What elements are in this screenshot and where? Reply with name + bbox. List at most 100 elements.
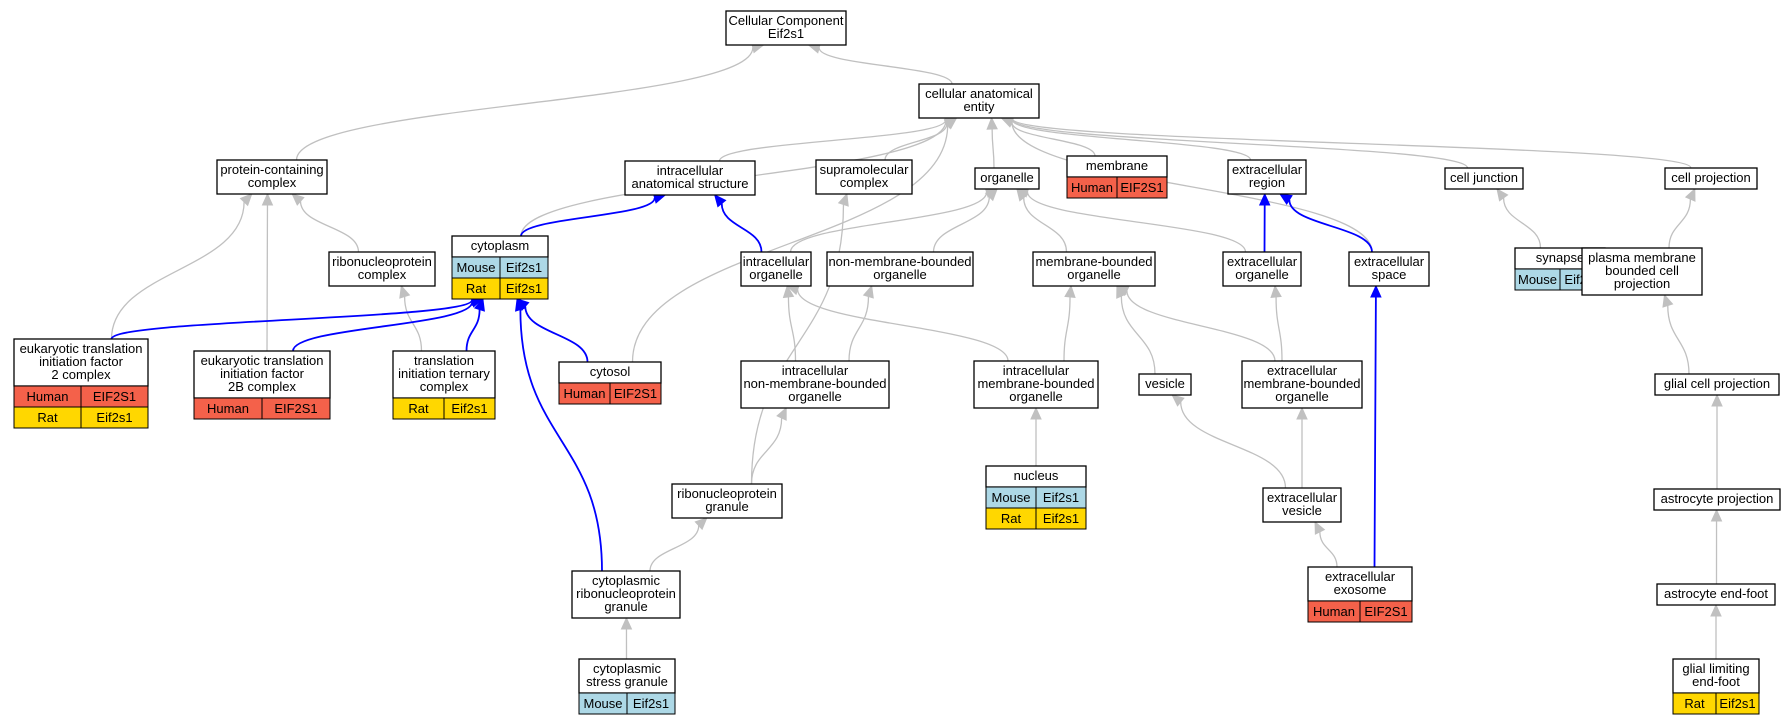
edge-arrowhead [713, 194, 727, 208]
node-cp[interactable]: cell projection [1664, 167, 1758, 190]
species-label: Mouse [1518, 272, 1557, 287]
edge-line [884, 123, 948, 161]
edge-line [718, 119, 947, 162]
species-label: Human [1313, 604, 1355, 619]
edge-rnpc-to-pcc [291, 193, 360, 253]
node-label-line: synapse [1536, 250, 1584, 265]
node-label-line: glial limiting [1682, 661, 1749, 676]
node-gcp[interactable]: glial cell projection [1654, 373, 1780, 396]
edge-crnpg-to-rnpg [649, 517, 708, 572]
species-label: Mouse [456, 260, 495, 275]
edge-line [1319, 531, 1338, 568]
edge-arrowhead [1279, 193, 1293, 206]
species-label: Rat [408, 401, 429, 416]
species-label: Human [207, 401, 249, 416]
edge-arrowhead [776, 406, 787, 421]
edge-line [1373, 296, 1377, 568]
gene-cell [80, 406, 149, 429]
edge-arrowhead [239, 193, 253, 207]
node-org[interactable]: organelle [974, 167, 1040, 190]
edge-glef-to-aef [1710, 603, 1722, 660]
edge-line [991, 128, 995, 169]
gene-label: EIF2S1 [614, 386, 657, 401]
gene-label: Eif2s1 [1043, 490, 1079, 505]
node-box [815, 159, 913, 195]
node-ves[interactable]: vesicle [1138, 373, 1192, 396]
edge-crnpg-to-cyt [515, 297, 603, 572]
edge-arrowhead [473, 297, 485, 312]
gene-label: EIF2S1 [93, 389, 136, 404]
edge-line [1023, 197, 1068, 253]
edge-mbo-to-org [1016, 188, 1068, 253]
node-label-line: Cellular Component [729, 13, 844, 28]
species-label: Rat [466, 281, 487, 296]
edge-exmbo-to-exo [1270, 284, 1283, 362]
node-inmbo[interactable]: intracellularnon-membrane-boundedorganel… [740, 360, 890, 409]
node-label-line: initiation factor [220, 366, 304, 381]
edge-line [797, 289, 1009, 362]
edge-arrowhead [291, 193, 305, 206]
species-label: Human [27, 389, 69, 404]
gene-label: EIF2S1 [274, 401, 317, 416]
node-label-line: stress granule [586, 674, 668, 689]
edge-exo-to-exr [1258, 192, 1271, 253]
node-label-line: region [1249, 175, 1285, 190]
node-box [571, 570, 681, 619]
edge-arrowhead [943, 117, 958, 130]
node-box [1241, 360, 1363, 409]
edge-exv-to-exmbo [1296, 406, 1308, 489]
gene-label: Eif2s1 [96, 410, 132, 425]
edge-arrowhead [1064, 284, 1076, 298]
node-label-line: extracellular [1267, 490, 1338, 505]
node-label-line: ribonucleoprotein [332, 254, 432, 269]
node-label-line: space [1372, 267, 1407, 282]
node-label-line: non-membrane-bounded [743, 376, 886, 391]
node-cj[interactable]: cell junction [1444, 167, 1524, 190]
node-aef[interactable]: astrocyte end-foot [1656, 583, 1776, 606]
node-label-line: organelle [980, 170, 1034, 185]
edge-arrowhead [1710, 603, 1722, 617]
node-label-line: cell projection [1671, 170, 1751, 185]
gene-cell [443, 397, 496, 420]
gene-cell [1715, 692, 1760, 715]
node-ap[interactable]: astrocyte projection [1653, 488, 1781, 511]
node-box [1664, 167, 1758, 190]
edge-line [787, 296, 797, 362]
node-label-line: 2 complex [51, 367, 111, 382]
node-box [671, 483, 783, 519]
node-label-line: vesicle [1145, 376, 1185, 391]
edge-eif2b-to-cyt [292, 296, 485, 352]
